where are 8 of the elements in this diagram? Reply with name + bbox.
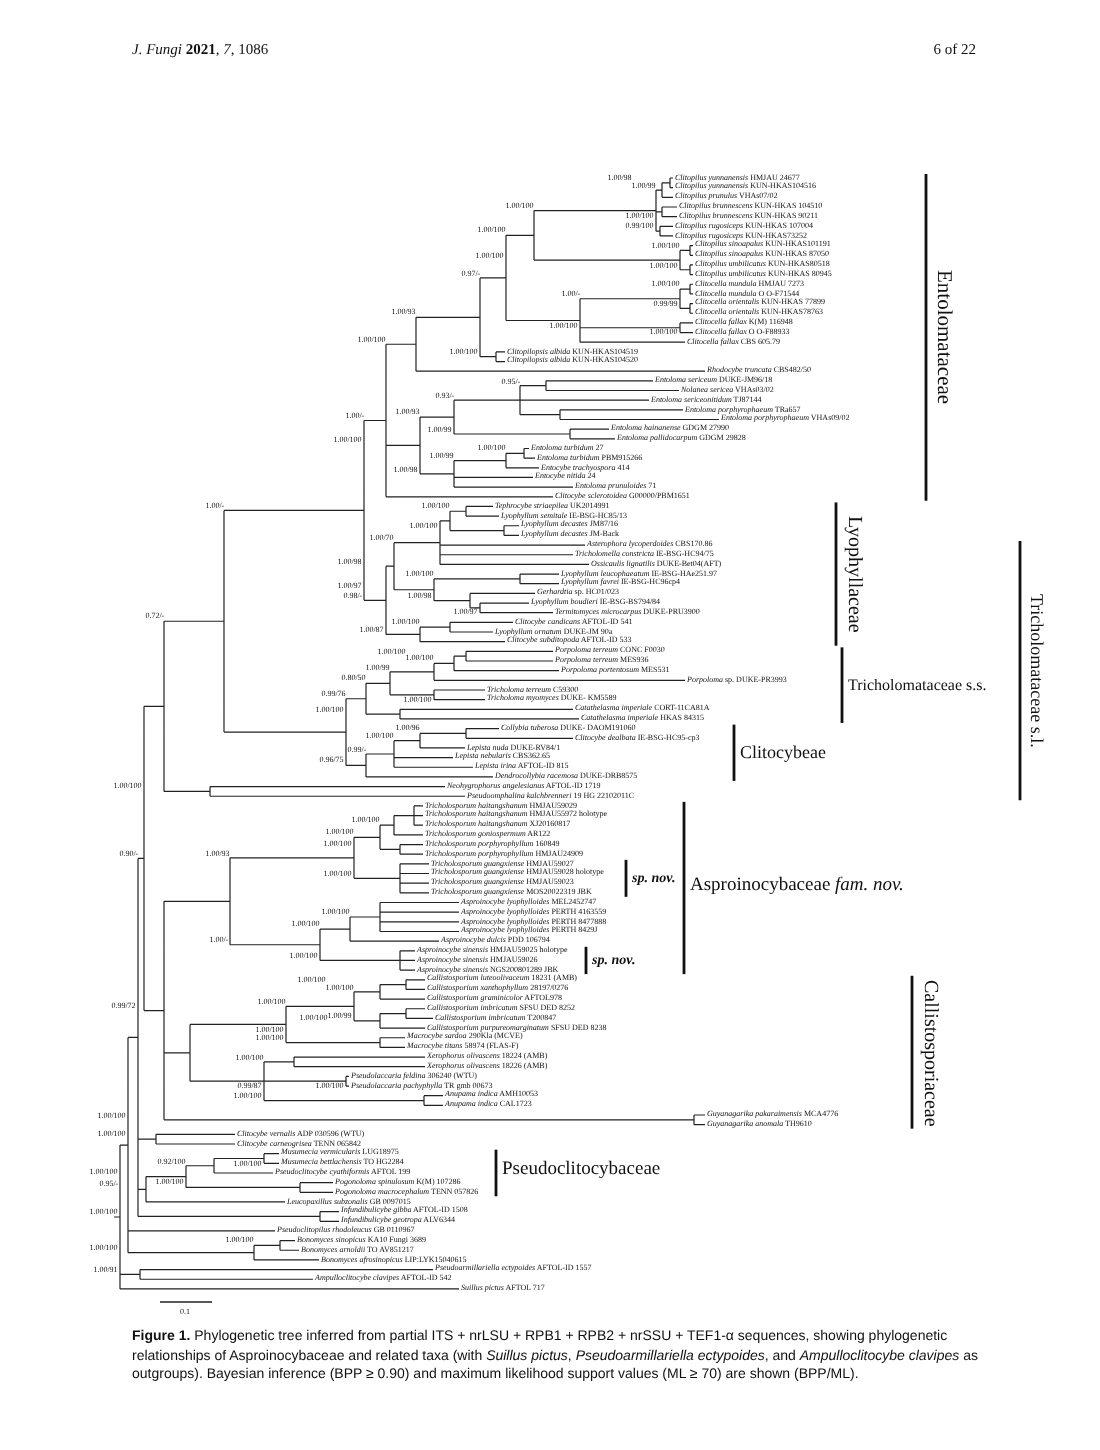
- clade-name: Tricholomataceae s.s.: [848, 677, 987, 694]
- clade-name: Asproinocybaceae fam. nov.: [690, 878, 904, 898]
- clade-name: Tricholomataceae s.l.: [1026, 593, 1045, 748]
- clade-name: Entolomataceae: [932, 270, 955, 405]
- clade-name: Pseudoclitocybaceae: [502, 1162, 661, 1183]
- clade-name: Lyophyllaceae: [842, 516, 863, 633]
- clade-name: Callistosporiaceae: [918, 979, 939, 1126]
- clade-name: Clitocybeae: [740, 743, 826, 763]
